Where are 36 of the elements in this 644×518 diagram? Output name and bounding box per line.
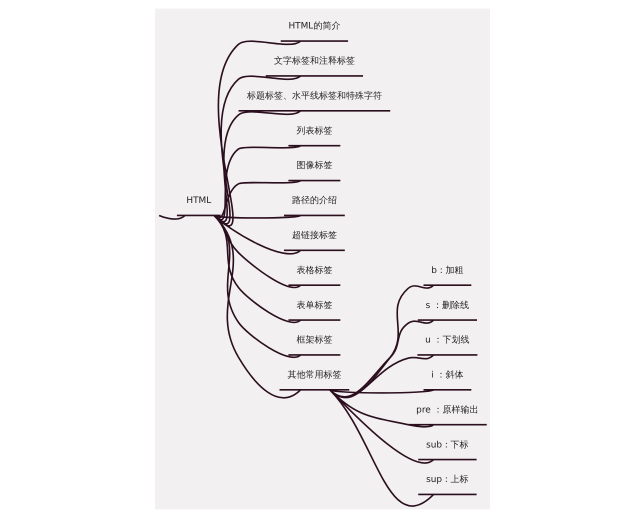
connector <box>329 389 434 394</box>
connector <box>328 389 434 507</box>
node-text: 列表标签 <box>296 126 332 136</box>
connector <box>328 319 434 398</box>
node-text: sub : 下标 <box>426 440 468 450</box>
connector <box>328 354 434 398</box>
connector <box>213 214 300 358</box>
connector <box>213 214 300 288</box>
node-text: pre ：原样输出 <box>416 405 478 416</box>
node-text: 框架标签 <box>296 336 332 346</box>
connector <box>328 389 434 464</box>
node-text: 表单标签 <box>296 300 332 311</box>
connector <box>213 144 300 220</box>
node-text: HTML <box>186 196 211 206</box>
node-text: 路径的介绍 <box>291 196 336 206</box>
node-text: 超链接标签 <box>291 230 336 241</box>
node-text: 其他常用标签 <box>286 370 341 380</box>
node-text: 标题标签、水平线标签和特殊字符 <box>246 91 382 102</box>
node-text: 表格标签 <box>296 266 332 276</box>
node-text: s ：删除线 <box>425 300 469 311</box>
node-text: HTML的简介 <box>288 22 340 32</box>
node-text: 文字标签和注释标签 <box>273 56 354 67</box>
node-text: 图像标签 <box>296 161 332 172</box>
node-text: b : 加粗 <box>430 266 464 276</box>
connector <box>213 214 301 399</box>
connector <box>213 180 300 219</box>
connector <box>158 214 185 220</box>
connector <box>213 75 301 224</box>
node-text: u ：下划线 <box>424 336 470 346</box>
node-text: i ：斜体 <box>430 370 464 380</box>
connector <box>213 214 300 324</box>
connector <box>213 110 301 222</box>
connector <box>328 284 434 398</box>
node-text: sup : 上标 <box>426 475 468 486</box>
connector <box>328 389 434 428</box>
connector <box>213 40 301 226</box>
